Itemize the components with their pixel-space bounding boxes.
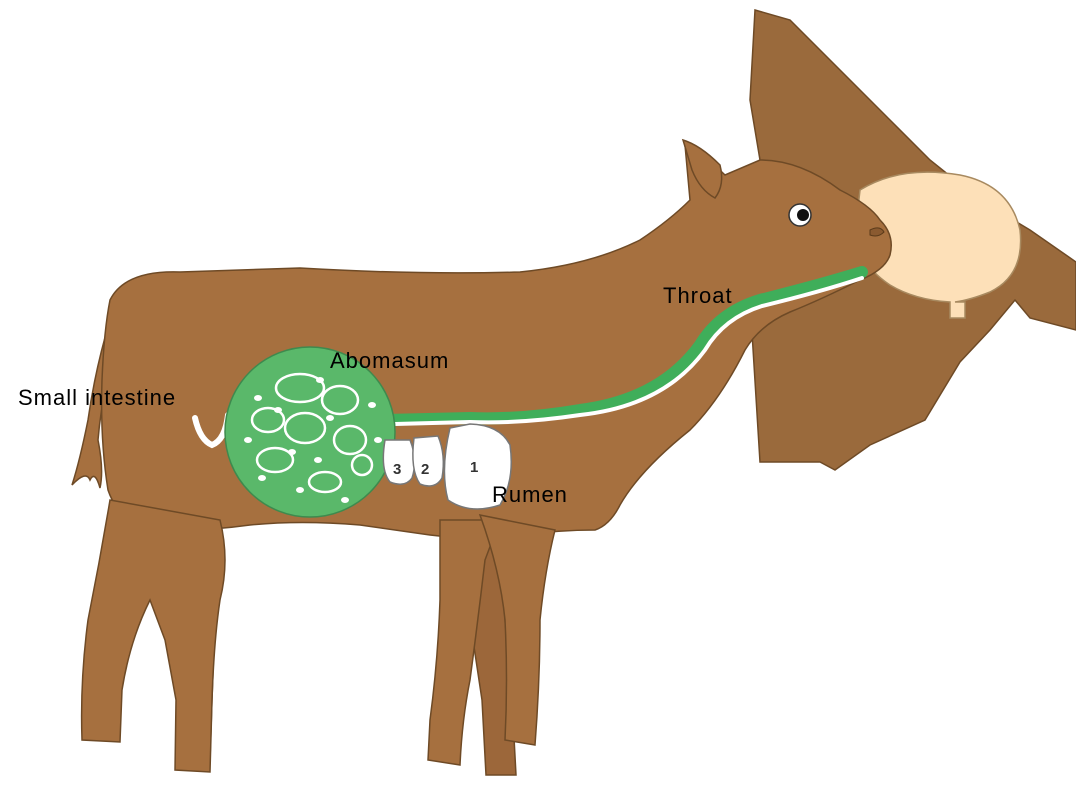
label-throat: Throat xyxy=(663,285,733,307)
label-rumen: Rumen xyxy=(492,484,568,506)
label-small-intestine: Small intestine xyxy=(18,387,176,409)
compartment-2-number: 2 xyxy=(421,461,429,478)
calf-pupil xyxy=(797,209,809,221)
compartment-3-number: 3 xyxy=(393,461,401,478)
compartment-1-number: 1 xyxy=(470,459,478,476)
label-abomasum: Abomasum xyxy=(330,350,449,372)
calf-leg-back-near xyxy=(82,500,225,772)
